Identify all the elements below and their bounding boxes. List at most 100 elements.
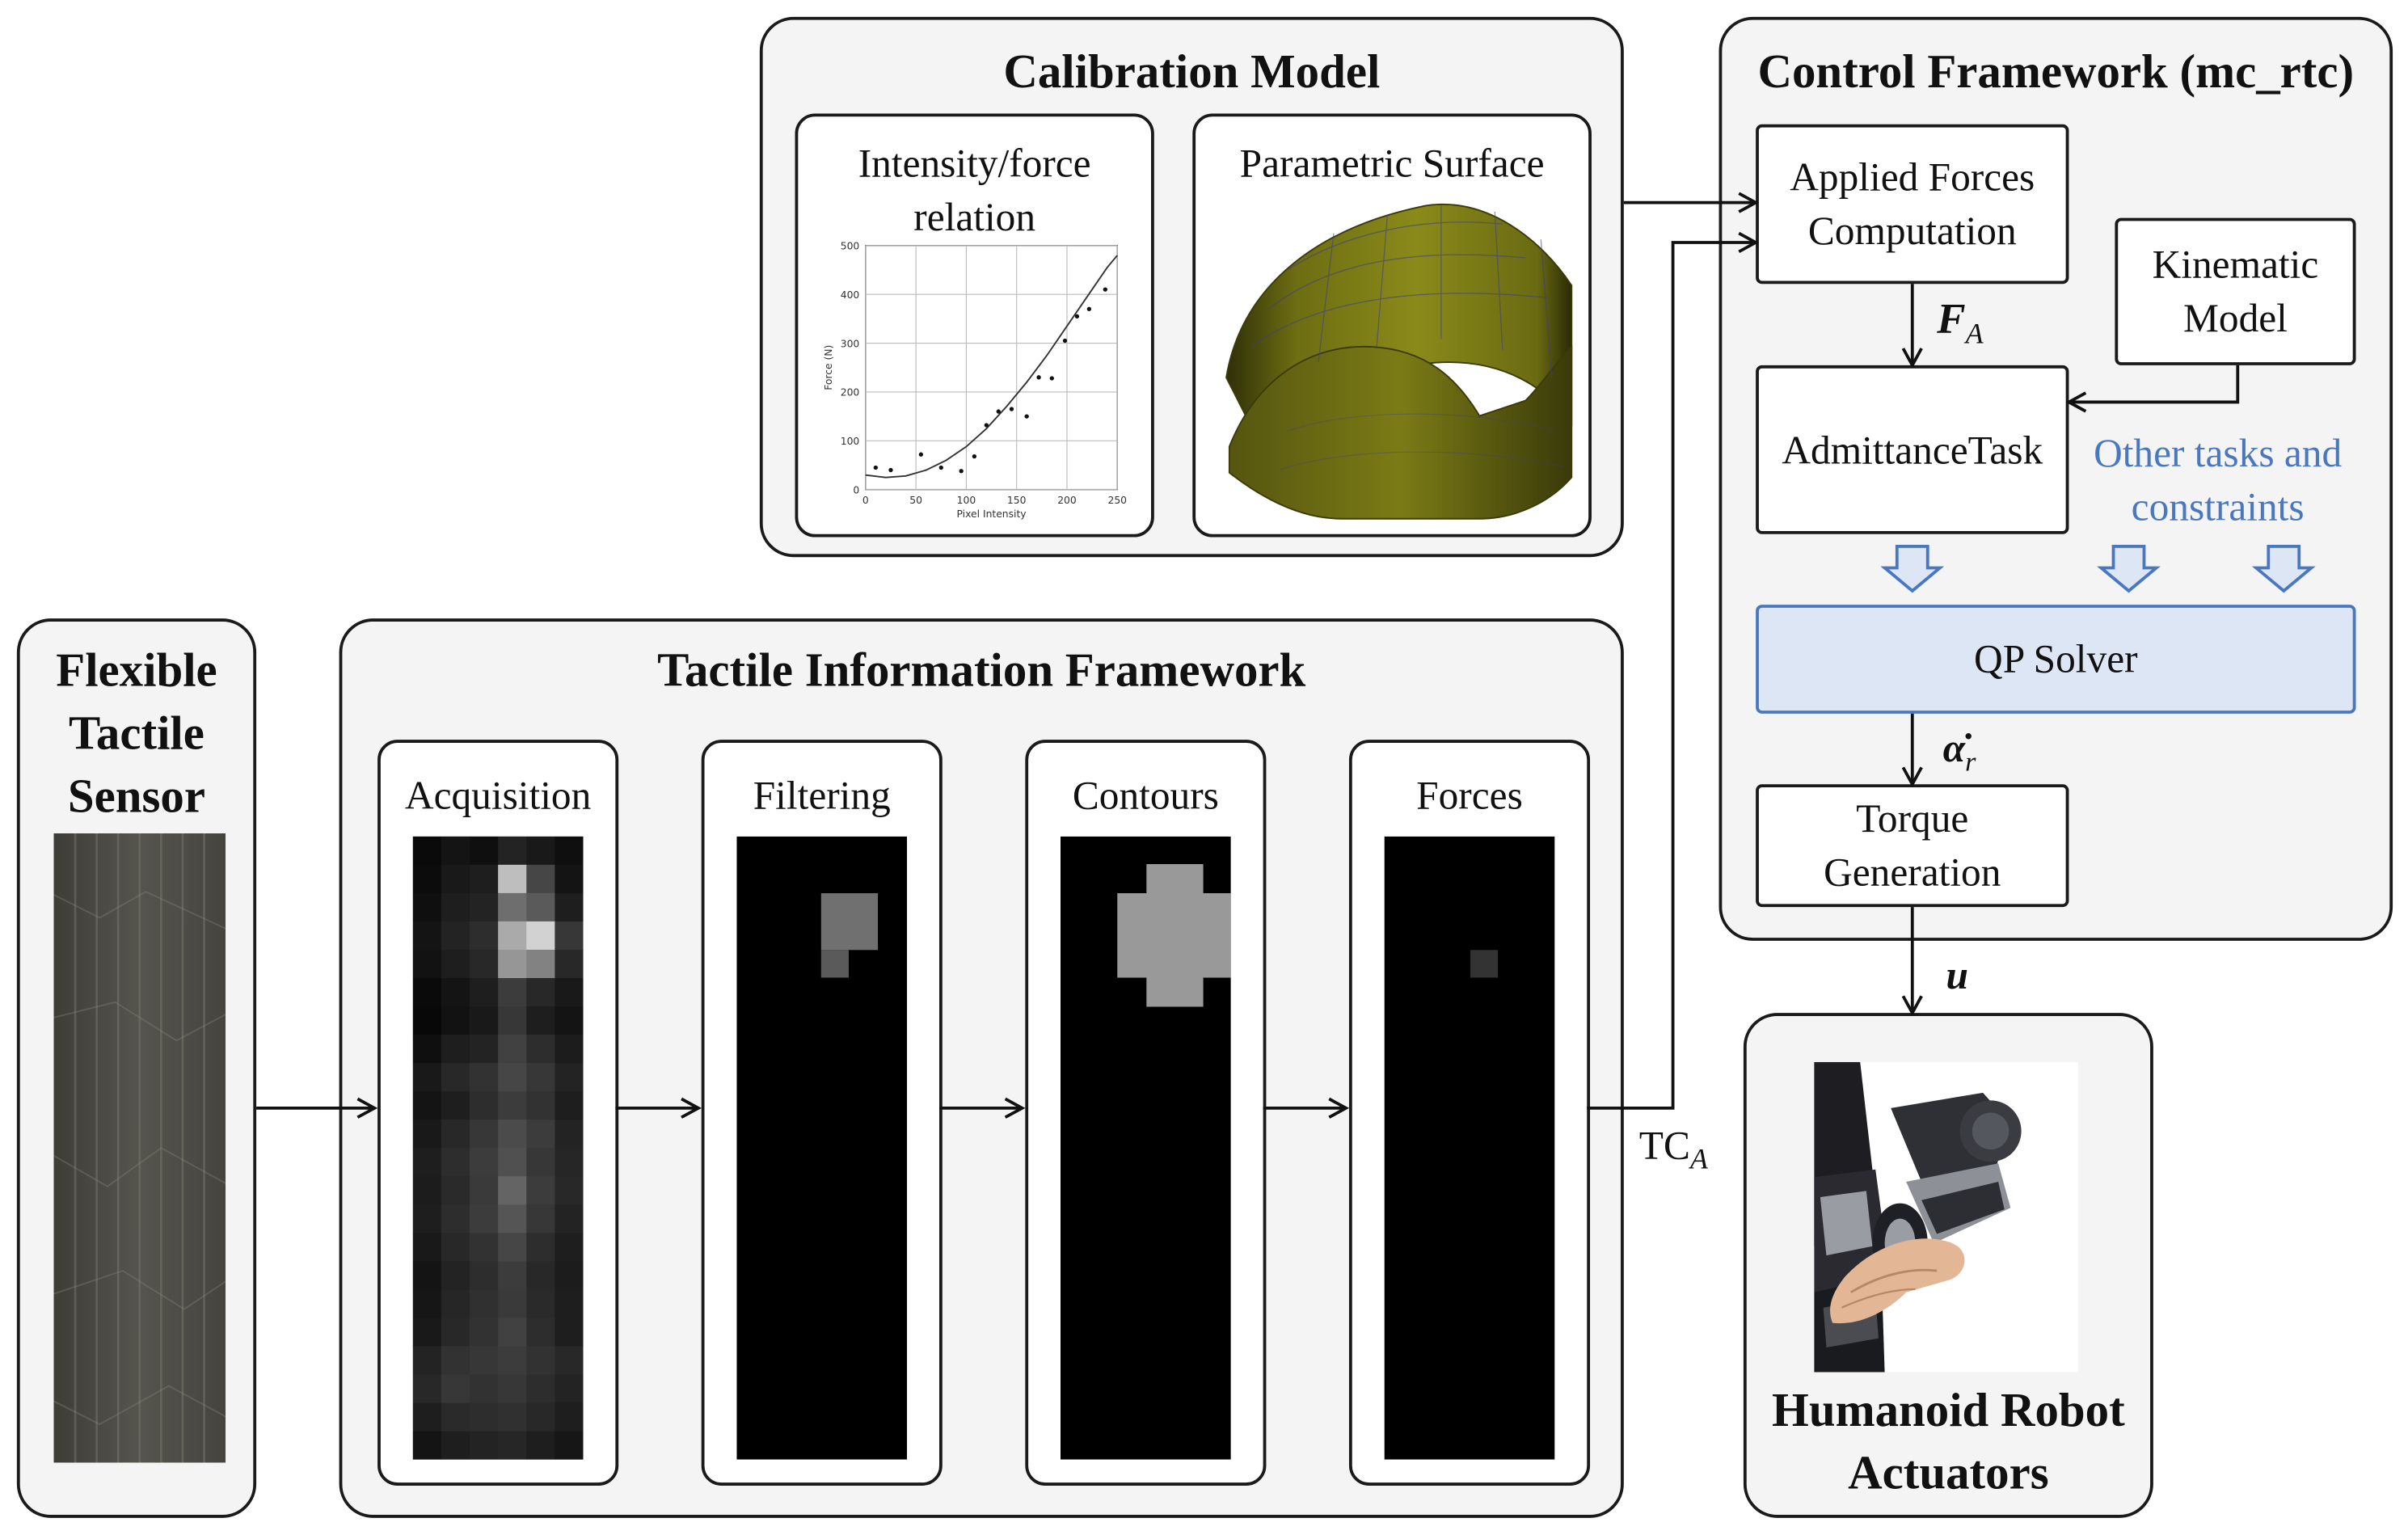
acquisition-pixel xyxy=(441,1402,470,1432)
chart-x-tick-label: 100 xyxy=(957,495,976,506)
acquisition-pixel xyxy=(412,892,442,922)
sensor-title-line2: Tactile xyxy=(69,706,205,760)
acquisition-pixel xyxy=(555,1035,584,1064)
kinematic-model-label: Kinematic Model xyxy=(2152,242,2319,341)
acquisition-pixel xyxy=(412,1091,442,1120)
acquisition-pixel xyxy=(441,921,470,951)
acquisition-pixel xyxy=(555,864,584,894)
acquisition-pixel xyxy=(470,1346,499,1376)
acquisition-label: Acquisition xyxy=(404,773,592,819)
acquisition-pixel xyxy=(498,1176,527,1205)
intensity-force-label: Intensity/force relation xyxy=(858,141,1091,240)
acquisition-pixel xyxy=(412,836,442,866)
acquisition-pixel xyxy=(412,949,442,979)
chart-plot-area xyxy=(865,245,1119,491)
chart-y-tick-label: 100 xyxy=(841,436,860,447)
chart-data-point xyxy=(1086,306,1092,311)
acquisition-pixel xyxy=(470,1006,499,1035)
forces-label: Forces xyxy=(1416,773,1523,819)
acquisition-pixel xyxy=(555,1402,584,1432)
signal-fa-subscript: A xyxy=(1965,318,1984,352)
acquisition-pixel xyxy=(412,921,442,951)
flexible-tactile-sensor-panel: Flexible Tactile Sensor xyxy=(16,618,257,1518)
signal-fa-symbol: F xyxy=(1937,296,1966,344)
acquisition-pixel xyxy=(441,1318,470,1347)
acquisition-pixel xyxy=(470,1063,499,1092)
signal-tc-subscript: A xyxy=(1689,1143,1708,1176)
acquisition-pixel xyxy=(526,1006,555,1035)
acquisition-pixel xyxy=(470,949,499,979)
acquisition-pixel xyxy=(498,836,527,866)
signal-tc-symbol: TC xyxy=(1638,1123,1690,1168)
forces-image xyxy=(1384,836,1555,1460)
chart-x-tick-label: 150 xyxy=(1007,495,1027,506)
contours-label: Contours xyxy=(1072,773,1219,819)
acquisition-pixel xyxy=(526,1402,555,1432)
acquisition-pixel xyxy=(412,1233,442,1262)
acquisition-pixel xyxy=(412,1006,442,1035)
acquisition-pixel xyxy=(412,1120,442,1149)
acquisition-pixel xyxy=(441,1063,470,1092)
acquisition-pixel xyxy=(441,1431,470,1460)
acquisition-pixel xyxy=(441,949,470,979)
chart-data-point xyxy=(972,453,977,459)
acquisition-pixel xyxy=(470,836,499,866)
acquisition-card: Acquisition xyxy=(377,740,619,1486)
acquisition-pixel xyxy=(498,949,527,979)
acquisition-pixel xyxy=(441,1120,470,1149)
chart-x-tick-label: 200 xyxy=(1057,495,1077,506)
chart-data-point xyxy=(1009,407,1014,411)
acquisition-pixel xyxy=(470,1204,499,1233)
acquisition-pixel xyxy=(526,1431,555,1460)
acquisition-pixel xyxy=(526,1035,555,1064)
acquisition-pixel xyxy=(526,836,555,866)
acquisition-pixel xyxy=(498,1063,527,1092)
contours-card: Contours xyxy=(1025,740,1267,1486)
acquisition-pixel xyxy=(441,1261,470,1290)
acquisition-pixel xyxy=(526,864,555,894)
acquisition-pixel xyxy=(555,1063,584,1092)
acquisition-pixel xyxy=(441,1148,470,1177)
acquisition-pixel xyxy=(498,864,527,894)
chart-x-tick-label: 50 xyxy=(909,495,922,506)
acquisition-pixel xyxy=(470,1176,499,1205)
acquisition-pixel xyxy=(441,1091,470,1120)
chart-data-point xyxy=(984,423,989,428)
acquisition-pixel xyxy=(555,1318,584,1347)
parametric-surface-label: Parametric Surface xyxy=(1239,141,1545,186)
filtering-label: Filtering xyxy=(753,773,891,819)
acquisition-pixel xyxy=(470,892,499,922)
acquisition-pixel xyxy=(498,1120,527,1149)
acquisition-pixel xyxy=(498,1091,527,1120)
acquisition-pixel xyxy=(470,1148,499,1177)
forces-card: Forces xyxy=(1348,740,1591,1486)
signal-alpha-subscript: r xyxy=(1965,746,1976,778)
acquisition-pixel xyxy=(555,1233,584,1262)
acquisition-pixel xyxy=(470,1402,499,1432)
acquisition-pixel xyxy=(498,1289,527,1319)
chart-data-point xyxy=(1103,287,1107,292)
filtering-card: Filtering xyxy=(701,740,943,1486)
acquisition-pixel xyxy=(498,1233,527,1262)
acquisition-pixel xyxy=(498,1148,527,1177)
tactile-information-framework-panel: Tactile Information Framework Acquisitio… xyxy=(339,618,1624,1518)
acquisition-pixel xyxy=(470,1431,499,1460)
chart-data-point xyxy=(873,465,878,470)
acquisition-pixel xyxy=(470,1091,499,1120)
qp-solver-box: QP Solver xyxy=(1756,605,2356,714)
acquisition-pixel xyxy=(412,1289,442,1319)
robot-arm-image xyxy=(1814,1061,2078,1373)
acquisition-pixel xyxy=(555,1261,584,1290)
acquisition-pixel xyxy=(470,1374,499,1404)
acquisition-pixel xyxy=(470,864,499,894)
acquisition-pixel xyxy=(412,1318,442,1347)
acquisition-pixel xyxy=(470,1035,499,1064)
applied-forces-label: Applied Forces Computation xyxy=(1790,154,2035,254)
admittance-task-box: AdmittanceTask xyxy=(1756,365,2069,534)
acquisition-pixel xyxy=(555,1204,584,1233)
acquisition-pixel xyxy=(498,1261,527,1290)
chart-fit-curve xyxy=(865,255,1118,479)
acquisition-pixel xyxy=(441,836,470,866)
acquisition-pixel xyxy=(470,977,499,1007)
acquisition-pixel xyxy=(498,1374,527,1404)
